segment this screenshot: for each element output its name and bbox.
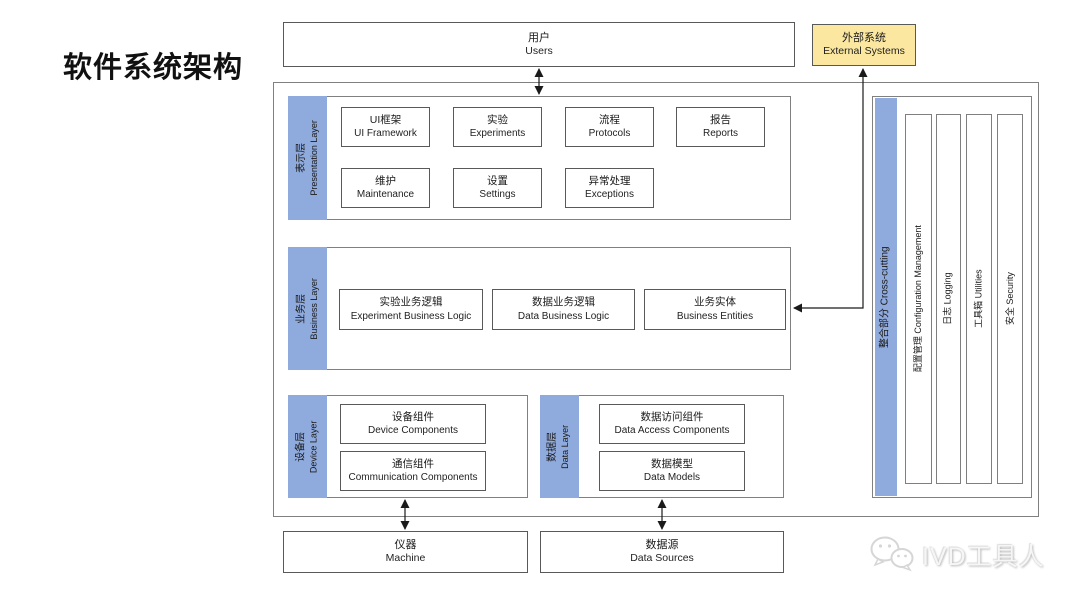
label-zh: 外部系统 — [842, 32, 886, 45]
label-zh: 设备组件 — [392, 410, 434, 423]
column-label: 工具箱 Utilities — [973, 269, 984, 329]
label-en: Business Entities — [676, 310, 754, 322]
box-experiments: 实验 Experiments — [453, 107, 542, 147]
business-layer-strip: 业务层 Business Layer — [288, 247, 327, 370]
external-systems-node: 外部系统 External Systems — [812, 24, 916, 66]
box-business-entities: 业务实体 Business Entities — [644, 289, 786, 330]
label-en: Data Business Logic — [517, 310, 610, 322]
label-en: Experiment Business Logic — [350, 310, 472, 322]
label-zh: 流程 — [599, 113, 620, 126]
label-en: Data Access Components — [614, 425, 730, 437]
label-zh: 数据业务逻辑 — [532, 296, 595, 309]
label-zh: 业务层 — [295, 293, 307, 324]
column-label: 配置管理 Configuration Management — [912, 225, 923, 373]
label-en: Users — [525, 44, 553, 57]
data-layer-label: 数据层 Data Layer — [548, 424, 572, 468]
column-label: 日志 Logging — [942, 272, 953, 326]
data-layer-strip: 数据层 Data Layer — [540, 395, 579, 498]
label-en: Business Layer — [308, 277, 319, 340]
box-data-access-components: 数据访问组件 Data Access Components — [599, 404, 745, 444]
box-data-business-logic: 数据业务逻辑 Data Business Logic — [492, 289, 635, 330]
device-layer-label: 设备层 Device Layer — [296, 420, 320, 473]
machine-node: 仪器 Machine — [283, 531, 528, 573]
box-reports: 报告 Reports — [676, 107, 765, 147]
watermark-label: IVD工具人 — [922, 543, 1045, 571]
label-en: Machine — [385, 552, 426, 565]
column-utilities: 工具箱 Utilities — [966, 114, 992, 484]
column-configuration-management: 配置管理 Configuration Management — [905, 114, 932, 484]
label-zh: 数据层 — [547, 431, 559, 462]
label-en: Maintenance — [356, 189, 415, 201]
crosscutting-label: 整合部分 Cross-cutting — [879, 246, 891, 348]
label-zh: 数据访问组件 — [640, 410, 704, 423]
box-communication-components: 通信组件 Communication Components — [340, 451, 486, 491]
label-en: UI Framework — [354, 128, 417, 140]
label-zh: 数据模型 — [651, 457, 693, 470]
box-protocols: 流程 Protocols — [565, 107, 654, 147]
box-maintenance: 维护 Maintenance — [341, 168, 430, 208]
label-en: External Systems — [823, 45, 905, 58]
label-en: Protocols — [588, 128, 631, 140]
label-en: Presentation Layer — [308, 120, 319, 196]
label-zh: 数据源 — [645, 539, 679, 552]
box-settings: 设置 Settings — [453, 168, 542, 208]
label-en: Experiments — [469, 128, 526, 140]
page-title: 软件系统架构 — [63, 52, 244, 84]
label-zh: 异常处理 — [588, 174, 631, 187]
label-zh: 实验 — [487, 113, 508, 126]
label-zh: 实验业务逻辑 — [379, 296, 443, 309]
box-data-models: 数据模型 Data Models — [599, 451, 745, 491]
label-zh: 报告 — [710, 113, 731, 126]
box-device-components: 设备组件 Device Components — [340, 404, 486, 444]
wechat-icon — [870, 536, 914, 572]
label-en: Device Components — [367, 425, 459, 437]
label-zh: 通信组件 — [392, 457, 434, 470]
presentation-layer-strip: 表示层 Presentation Layer — [288, 96, 327, 220]
label-en: Data Layer — [560, 424, 571, 469]
label-en: Reports — [702, 128, 738, 140]
column-security: 安全 Security — [997, 114, 1023, 484]
label-zh: UI框架 — [369, 113, 402, 126]
label-zh: 表示层 — [295, 143, 307, 174]
label-zh: 用户 — [528, 31, 550, 44]
data-sources-node: 数据源 Data Sources — [540, 531, 784, 573]
label-en: Settings — [479, 189, 516, 201]
label-en: Data Sources — [630, 552, 694, 565]
box-ui-framework: UI框架 UI Framework — [341, 107, 430, 147]
label-en: Communication Components — [348, 472, 478, 484]
business-layer-label: 业务层 Business Layer — [296, 278, 320, 340]
column-label: 安全 Security — [1004, 272, 1015, 326]
label-zh: 设备层 — [295, 431, 307, 462]
label-en: Exceptions — [585, 189, 634, 201]
box-experiment-business-logic: 实验业务逻辑 Experiment Business Logic — [339, 289, 483, 330]
column-logging: 日志 Logging — [936, 114, 961, 484]
presentation-layer-label: 表示层 Presentation Layer — [296, 120, 320, 196]
watermark: IVD工具人 — [868, 534, 1045, 576]
label-en: Device Layer — [308, 420, 319, 473]
label-zh: 维护 — [375, 174, 396, 187]
label-en: Data Models — [643, 472, 701, 484]
label-zh: 设置 — [487, 174, 508, 187]
crosscutting-strip: 整合部分 Cross-cutting — [875, 98, 897, 496]
box-exceptions: 异常处理 Exceptions — [565, 168, 654, 208]
device-layer-strip: 设备层 Device Layer — [288, 395, 327, 498]
users-node: 用户 Users — [283, 22, 795, 67]
label-zh: 业务实体 — [694, 296, 736, 309]
label-zh: 仪器 — [394, 539, 417, 552]
